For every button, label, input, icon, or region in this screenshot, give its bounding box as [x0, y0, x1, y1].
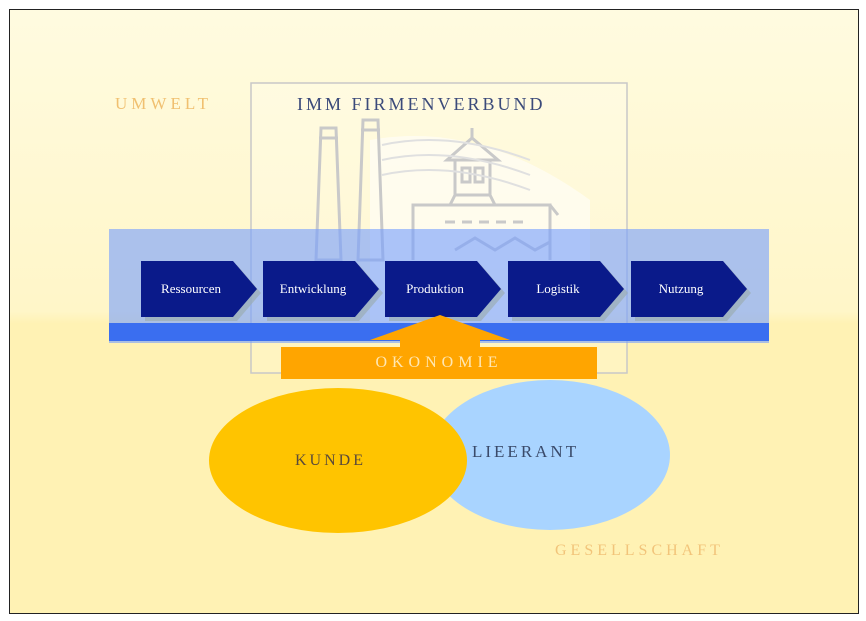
- kunde-label: KUNDE: [295, 452, 366, 469]
- slide-canvas: UMWELT IMM FIRMENVERBUND Ressourcen Entw…: [9, 9, 859, 614]
- process-step-label: Nutzung: [658, 281, 704, 296]
- process-step-label: Logistik: [536, 281, 580, 296]
- process-step-label: Produktion: [406, 281, 464, 296]
- lieferant-label: LIEERANT: [472, 442, 580, 461]
- firmenverbund-label: IMM FIRMENVERBUND: [297, 94, 546, 114]
- process-step-label: Entwicklung: [279, 281, 347, 296]
- gesellschaft-label: GESELLSCHAFT: [555, 542, 724, 559]
- okonomie-arrow: [370, 315, 510, 355]
- umwelt-label: UMWELT: [115, 94, 213, 113]
- okonomie-label: OKONOMIE: [375, 354, 503, 371]
- process-step-label: Ressourcen: [161, 281, 221, 296]
- kunde-ellipse: [209, 388, 467, 533]
- lieferant-ellipse: [430, 380, 670, 530]
- okonomie-bar: [281, 347, 597, 379]
